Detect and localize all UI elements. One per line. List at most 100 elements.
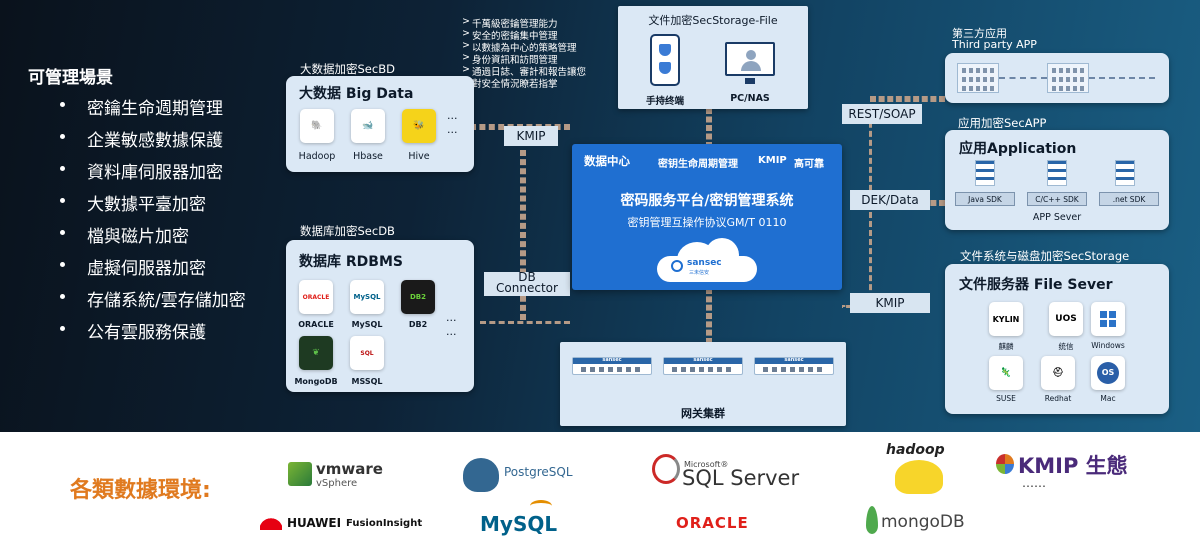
- sqlserver-icon: [652, 454, 680, 484]
- sqlserver-text: SQL Server: [682, 466, 800, 490]
- os-label: Mac: [1100, 394, 1116, 403]
- hive-icon: 🐝: [402, 109, 436, 143]
- feature-item: >以數據為中心的策略管理: [462, 40, 577, 54]
- db-item-label: MySQL: [351, 320, 383, 329]
- fileserver-panel: 文件服务器 File Sever KYLIN UOS 麒麟 统信 Windows…: [945, 264, 1169, 414]
- db-item-label: ORACLE: [298, 320, 334, 329]
- third-party-panel: [945, 53, 1169, 103]
- oracle-icon: ORACLE: [299, 280, 333, 314]
- application-title: 应用Application: [959, 141, 1077, 157]
- fileserver-title: 文件服务器 File Sever: [959, 277, 1113, 293]
- feature-item: 對安全情況瞭若指掌: [472, 79, 558, 90]
- feature-item: >安全的密鑰集中管理: [462, 28, 558, 42]
- db-title: 数据库 RDBMS: [299, 254, 403, 270]
- third-party-label-en: Third party APP: [952, 38, 1037, 51]
- db-section-label: 数据库加密SecDB: [300, 224, 395, 238]
- environment-section: 各類數據環境: vmware vSphere PostgreSQL Micros…: [0, 432, 1200, 551]
- brand-text: sansec: [687, 258, 722, 268]
- mongodb-leaf-icon: [866, 506, 878, 534]
- brand-subtext: 三未信安: [689, 270, 710, 276]
- mssql-icon: SQL: [350, 336, 384, 370]
- platform-feature: 高可靠: [794, 159, 824, 170]
- db-item-label: MSSQL: [351, 377, 383, 386]
- protocol-kmip-left: KMIP: [504, 126, 558, 146]
- feature-item: >身份資訊和訪問管理: [462, 52, 558, 66]
- device-label: PC/NAS: [730, 93, 770, 104]
- feature-item: >通過日誌、審計和報告讓您: [462, 64, 587, 78]
- environment-label: 各類數據環境:: [70, 478, 211, 503]
- ellipsis: ···: [446, 314, 457, 327]
- bigdata-section-label: 大数据加密SecBD: [300, 62, 395, 76]
- vmware-text: vmware: [316, 460, 383, 478]
- os-label: Redhat: [1044, 394, 1072, 403]
- sdk-server-icon: [975, 160, 995, 186]
- db-item-label: MongoDB: [294, 377, 338, 386]
- app-server-icon: [957, 63, 999, 93]
- kmip-text: KMIP 生態: [1018, 454, 1128, 478]
- bigdata-item-label: Hbase: [353, 151, 383, 162]
- mac-icon: OS: [1091, 356, 1125, 390]
- redhat-icon: ⛑: [1041, 356, 1075, 390]
- vsphere-text: vSphere: [316, 478, 358, 489]
- os-label: Windows: [1091, 341, 1125, 350]
- kmip-dots: ……: [1022, 476, 1046, 490]
- mongodb-text: mongoDB: [881, 512, 965, 532]
- connector-gateway: [706, 288, 712, 344]
- third-party-label: 第三方应用: [952, 27, 1007, 40]
- os-label: 统信: [1058, 342, 1074, 351]
- kms-platform: 数据中心 密钥生命周期管理 KMIP 高可靠 密码服务平台/密钥管理系统 密钥管…: [572, 144, 842, 290]
- mysql-icon: MySQL: [350, 280, 384, 314]
- os-label: SUSE: [996, 394, 1016, 403]
- connector-file: [706, 108, 712, 148]
- scenario-title: 可管理場景: [28, 68, 113, 88]
- oracle-text: ORACLE: [676, 514, 749, 532]
- gateway-label: 网关集群: [681, 407, 725, 420]
- vmware-logo: [288, 462, 312, 486]
- platform-feature: KMIP: [758, 155, 787, 166]
- hadoop-text: hadoop: [886, 442, 945, 458]
- mysql-dolphin-icon: [530, 500, 552, 512]
- file-encrypt-panel: 文件加密SecStorage-File 手持终端 PC/NAS: [618, 6, 808, 109]
- platform-feature: 密钥生命周期管理: [658, 159, 738, 170]
- application-panel: 应用Application Java SDK C/C++ SDK .net SD…: [945, 130, 1169, 230]
- hbase-icon: 🐋: [351, 109, 385, 143]
- fusioninsight-text: FusionInsight: [346, 518, 423, 529]
- sdk-label: .net SDK: [1099, 192, 1159, 206]
- huawei-flower-icon: [260, 514, 282, 530]
- oasis-logo: [996, 454, 1014, 474]
- bigdata-panel: 大数据 Big Data 🐘 🐋 🐝 Hadoop Hbase Hive ···…: [286, 76, 474, 172]
- app-section-label: 应用加密SecAPP: [958, 116, 1047, 130]
- architecture-diagram: 可管理場景 密鑰生命週期管理 企業敏感數據保護 資料庫伺服器加密 大數據平臺加密…: [0, 0, 1200, 432]
- platform-title: 密码服务平台/密钥管理系统: [620, 193, 794, 209]
- bigdata-item-label: Hive: [408, 151, 430, 162]
- protocol-kmip-right: KMIP: [850, 293, 930, 313]
- os-label: 麒麟: [998, 342, 1014, 351]
- kylin-icon: KYLIN: [989, 302, 1023, 336]
- postgres-elephant-icon: [463, 458, 499, 492]
- db-item-label: DB2: [408, 320, 428, 329]
- fileserver-section-label: 文件系统与磁盘加密SecStorage: [960, 249, 1130, 263]
- protocol-rest-soap: REST/SOAP: [842, 104, 922, 124]
- connector-db-v: [520, 150, 526, 320]
- sdk-label: Java SDK: [955, 192, 1015, 206]
- connector-db: [480, 230, 570, 324]
- file-encrypt-label: 文件加密SecStorage-File: [648, 14, 778, 27]
- sdk-server-icon: [1047, 160, 1067, 186]
- gateway-server: sansec: [754, 357, 834, 375]
- microsoft-text: Microsoft®: [684, 460, 729, 469]
- platform-subtitle: 密钥管理互操作协议GM/T 0110: [627, 216, 787, 229]
- app-server-label: APP Sever: [1032, 212, 1082, 223]
- sdk-label: C/C++ SDK: [1027, 192, 1087, 206]
- postgres-text: PostgreSQL: [504, 465, 573, 479]
- bigdata-title: 大数据 Big Data: [299, 86, 414, 102]
- mysql-text: MySQL: [480, 512, 558, 536]
- ellipsis: ···: [447, 126, 458, 139]
- gateway-server: sansec: [572, 357, 652, 375]
- feature-item: >千萬級密鑰管理能力: [462, 16, 558, 30]
- gateway-server: sansec: [663, 357, 743, 375]
- gateway-cluster-panel: sansec sansec sansec 网关集群: [560, 342, 846, 426]
- connector-third: [870, 96, 945, 102]
- phone-icon: [650, 34, 680, 86]
- ellipsis: ···: [446, 328, 457, 341]
